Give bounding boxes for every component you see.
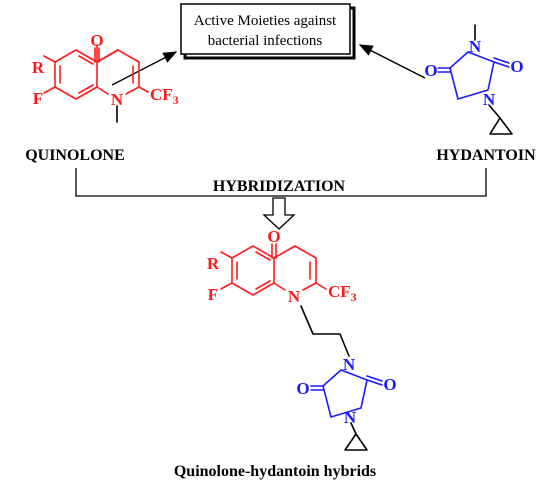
box-line-2: bacterial infections: [208, 33, 323, 49]
hybrid-hydantoin-o2: O: [383, 375, 396, 394]
active-moieties-box: Active Moieties against bacterial infect…: [180, 3, 356, 60]
hydantoin-label: HYDANTOIN: [436, 147, 536, 164]
nitrogen-atom: N: [111, 90, 124, 109]
hybrid-hydantoin-o4: O: [296, 379, 309, 398]
hydantoin-o2-atom: O: [510, 57, 523, 76]
quinolone-label: QUINOLONE: [25, 147, 125, 164]
oxygen-atom: O: [90, 31, 103, 50]
hybrid-structure: O N R F CF3 N N O O: [207, 227, 397, 451]
hydantoin-n3-atom: N: [469, 37, 482, 56]
fluorine-atom: F: [33, 89, 43, 108]
r-group: R: [32, 58, 45, 77]
hydantoin-structure: N N O O: [424, 24, 524, 135]
hybrid-fluorine-atom: F: [208, 285, 218, 304]
hybridization-label: HYBRIDIZATION: [213, 178, 346, 195]
quinolone-to-box-arrow: [111, 51, 178, 86]
hybrid-nitrogen-atom: N: [288, 287, 301, 306]
hybrid-oxygen-atom: O: [267, 227, 280, 246]
hybrid-hydantoin-n1: N: [344, 408, 357, 427]
hybrid-r-group: R: [207, 254, 220, 273]
hybridization-bracket: HYBRIDIZATION: [75, 168, 487, 230]
cf3-group: CF3: [150, 85, 179, 107]
box-line-1: Active Moieties against: [194, 13, 337, 29]
hybrid-hydantoin-n3: N: [343, 355, 356, 374]
quinolone-structure: O N R F CF3: [32, 31, 179, 123]
hydantoin-to-box-arrow: [358, 44, 426, 79]
hybrid-cf3-group: CF3: [328, 282, 357, 304]
hydantoin-o4-atom: O: [424, 61, 437, 80]
hydantoin-n1-atom: N: [483, 90, 496, 109]
down-arrow: [262, 197, 296, 230]
hybrids-caption: Quinolone-hydantoin hybrids: [174, 463, 376, 480]
